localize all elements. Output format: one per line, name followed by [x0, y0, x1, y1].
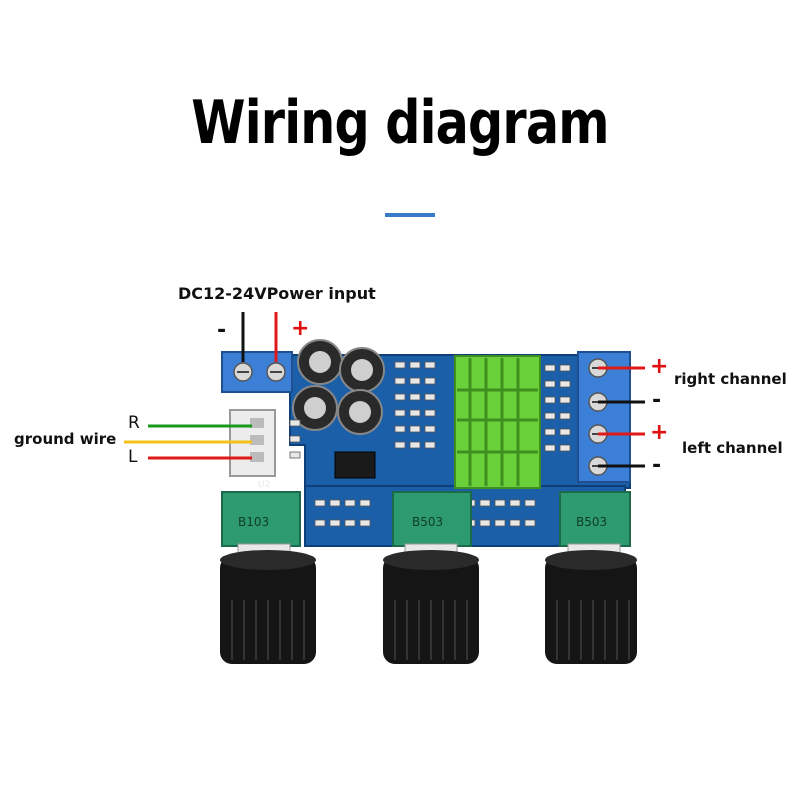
ground-wire-label: ground wire: [14, 430, 117, 448]
knob-2: [383, 550, 479, 664]
left-channel-label: left channel: [682, 439, 783, 457]
diagram-title: Wiring diagram: [191, 88, 609, 158]
knob-3: [545, 550, 637, 664]
potentiometer-marking-2: B503: [412, 515, 444, 529]
power-input-label: DC12-24VPower input: [178, 284, 376, 303]
chip-label: U2: [258, 480, 271, 490]
left-channel-minus-sign: -: [652, 453, 662, 478]
right-channel-label: right channel: [674, 370, 787, 388]
knob-1: [220, 550, 316, 664]
amplifier-chip: [334, 451, 376, 479]
heatsink: [454, 355, 541, 489]
input-right-label: R: [128, 413, 140, 433]
power-minus-sign: -: [217, 318, 227, 343]
potentiometer-body-1: [221, 491, 301, 547]
heatsink-fins: [457, 358, 538, 486]
potentiometer-marking-3: B503: [576, 515, 608, 529]
potentiometer-body-3: [559, 491, 631, 547]
right-channel-plus-sign: +: [650, 354, 669, 379]
smd-components: [289, 361, 571, 527]
title-underline: [385, 213, 435, 217]
left-channel-plus-sign: +: [650, 420, 669, 445]
input-left-label: L: [128, 447, 138, 467]
right-channel-minus-sign: -: [652, 388, 662, 413]
potentiometer-marking-1: B103: [238, 515, 270, 529]
power-plus-sign: +: [291, 316, 310, 341]
